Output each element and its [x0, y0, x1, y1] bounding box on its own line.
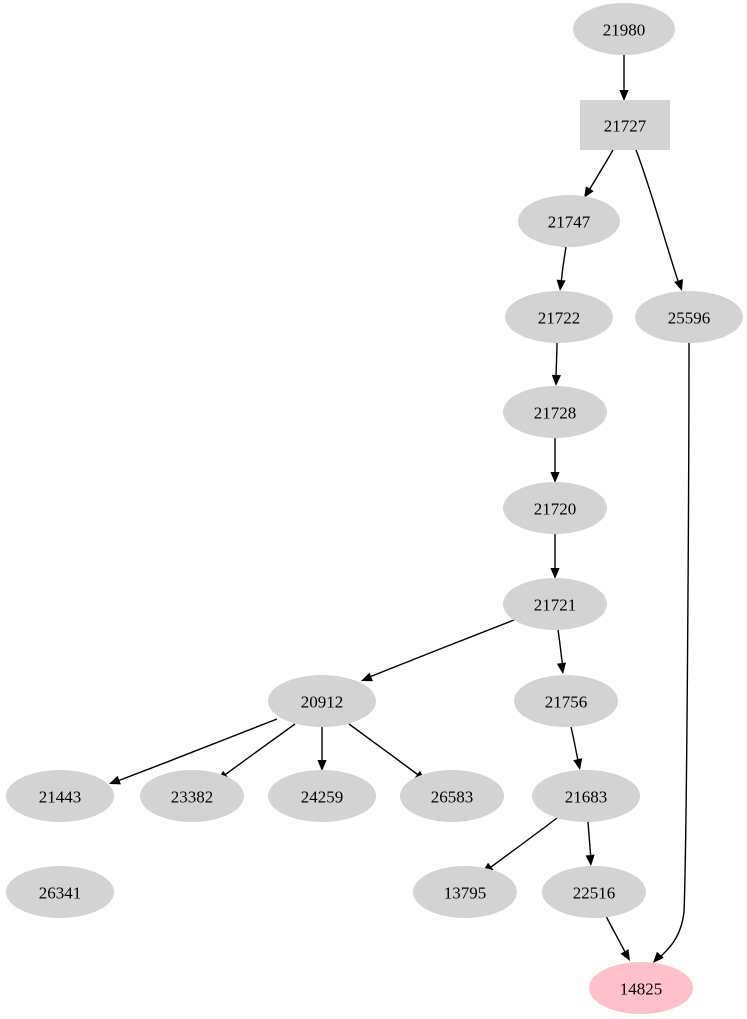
- edge-21721-to-21756: [557, 629, 564, 669]
- edge-21683-to-13795: [486, 817, 558, 871]
- arrowhead: [619, 90, 629, 101]
- node-ellipse-26341[interactable]: [6, 866, 114, 918]
- graph-node-21747[interactable]: 21747: [518, 195, 620, 247]
- graph-node-21721[interactable]: 21721: [503, 578, 607, 630]
- arrowhead: [317, 760, 327, 771]
- arrowhead: [653, 951, 664, 963]
- graph-node-26341[interactable]: 26341: [6, 866, 114, 918]
- arrowhead: [584, 186, 594, 198]
- edge-21727-to-21747: [587, 149, 614, 193]
- arrowhead: [573, 758, 583, 770]
- edge-20912-to-26583: [348, 723, 422, 778]
- node-ellipse-21721[interactable]: [503, 578, 607, 630]
- edge-21721-to-20912: [366, 619, 515, 679]
- graph-node-22516[interactable]: 22516: [542, 866, 646, 918]
- node-ellipse-13795[interactable]: [413, 866, 517, 918]
- node-ellipse-21728[interactable]: [503, 386, 607, 438]
- node-ellipse-24259[interactable]: [268, 770, 376, 822]
- graph-node-20912[interactable]: 20912: [268, 675, 376, 727]
- arrowhead: [585, 854, 595, 866]
- edge-22516-to-14825: [605, 915, 628, 957]
- graph-node-21683[interactable]: 21683: [532, 770, 640, 822]
- arrowhead: [550, 472, 560, 483]
- graph-node-21722[interactable]: 21722: [505, 291, 613, 343]
- graph-node-21727[interactable]: 21727: [580, 100, 670, 150]
- graph-node-21728[interactable]: 21728: [503, 386, 607, 438]
- graph-node-13795[interactable]: 13795: [413, 866, 517, 918]
- node-ellipse-25596[interactable]: [635, 291, 743, 343]
- node-ellipse-21756[interactable]: [514, 675, 618, 727]
- node-ellipse-21443[interactable]: [6, 770, 114, 822]
- arrowhead: [361, 672, 373, 682]
- node-ellipse-26583[interactable]: [400, 770, 504, 822]
- graph-node-21720[interactable]: 21720: [503, 482, 607, 534]
- arrowhead: [620, 949, 630, 961]
- node-ellipse-14825[interactable]: [589, 962, 693, 1014]
- graph-node-23382[interactable]: 23382: [140, 770, 244, 822]
- arrowhead: [556, 662, 567, 674]
- graph-node-26583[interactable]: 26583: [400, 770, 504, 822]
- graph-node-21756[interactable]: 21756: [514, 675, 618, 727]
- node-ellipse-21747[interactable]: [518, 195, 620, 247]
- graph-node-24259[interactable]: 24259: [268, 770, 376, 822]
- nodes-layer: 21980 21727 21747 21722 25596 21728 21720 21721…: [6, 3, 743, 1014]
- graph-node-25596[interactable]: 25596: [635, 291, 743, 343]
- edge-20912-to-23382: [221, 723, 296, 778]
- node-ellipse-21720[interactable]: [503, 482, 607, 534]
- node-ellipse-22516[interactable]: [542, 866, 646, 918]
- edge-21683-to-22516: [587, 821, 592, 861]
- edge-21747-to-21722: [560, 246, 567, 286]
- node-ellipse-21722[interactable]: [505, 291, 613, 343]
- node-ellipse-21980[interactable]: [573, 3, 675, 55]
- edge-25596-to-14825: [656, 342, 690, 961]
- graph-node-21443[interactable]: 21443: [6, 770, 114, 822]
- arrowhead: [674, 279, 683, 291]
- node-ellipse-23382[interactable]: [140, 770, 244, 822]
- graph-node-21980[interactable]: 21980: [573, 3, 675, 55]
- node-ellipse-21683[interactable]: [532, 770, 640, 822]
- edge-20912-to-21443: [114, 718, 278, 783]
- edge-21727-to-25596: [635, 149, 680, 285]
- arrowhead: [551, 374, 561, 386]
- arrowhead: [556, 279, 566, 291]
- graph-node-14825[interactable]: 14825: [589, 962, 693, 1014]
- arrowhead: [550, 568, 560, 579]
- node-rect-21727[interactable]: [580, 100, 670, 150]
- arrowhead: [109, 775, 121, 785]
- node-ellipse-20912[interactable]: [268, 675, 376, 727]
